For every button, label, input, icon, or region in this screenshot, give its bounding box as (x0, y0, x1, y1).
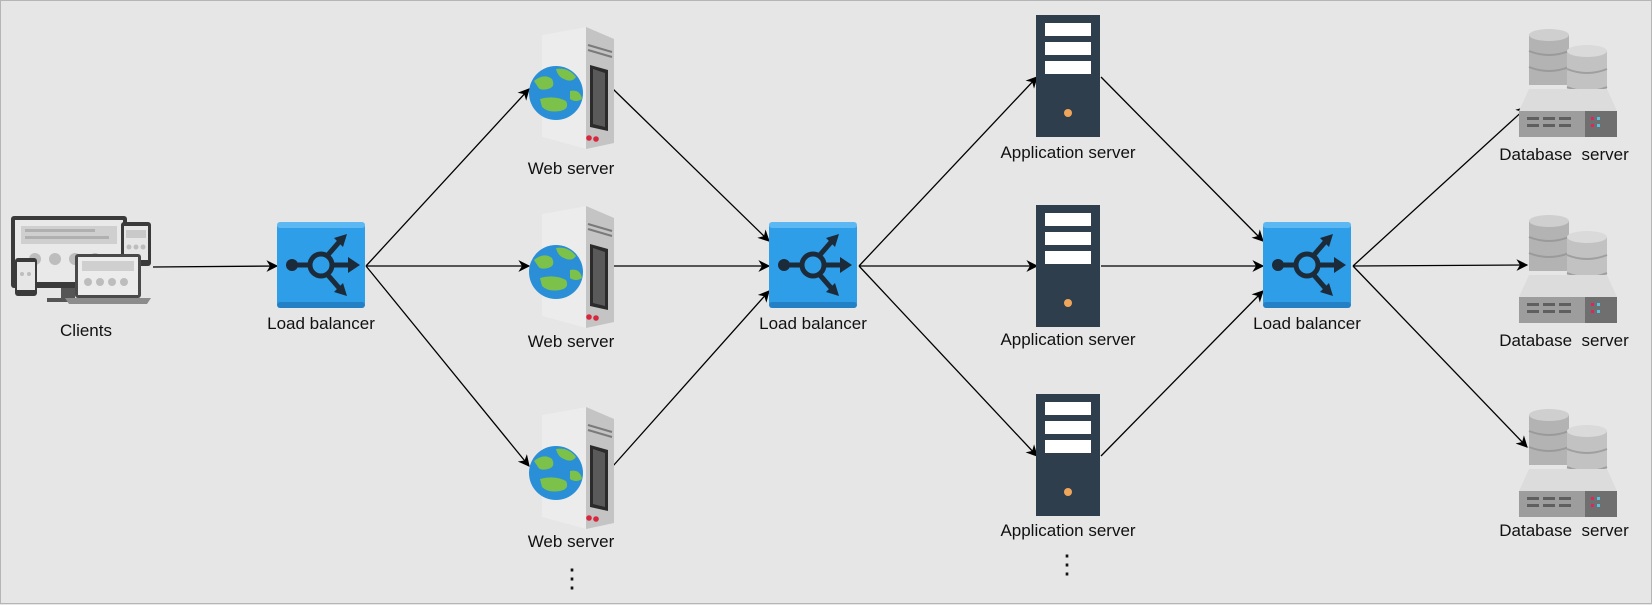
db-server-1-label: Database server (1499, 145, 1629, 164)
edge-lb3-db3 (1352, 265, 1528, 448)
load-balancer-2-label: Load balancer (759, 314, 867, 333)
load-balancer-3[interactable] (1262, 221, 1352, 309)
app-server-2-label: Application server (1000, 330, 1136, 349)
web-server-3[interactable] (526, 405, 616, 529)
load-balancer-icon (1263, 222, 1351, 308)
db-server-1[interactable] (1513, 29, 1617, 139)
web-server-icon (529, 27, 614, 149)
edge-lb3-db1 (1352, 106, 1528, 267)
app-server-icon (1036, 205, 1100, 327)
db-server-2[interactable] (1513, 215, 1617, 325)
app-server-1[interactable] (1036, 15, 1100, 137)
web-server-1-label: Web server (527, 159, 615, 178)
load-balancer-1[interactable] (276, 221, 366, 309)
load-balancer-icon (769, 222, 857, 308)
web-server-ellipsis: ⋮ (559, 563, 585, 593)
web-server-icon (529, 407, 614, 529)
load-balancer-2[interactable] (768, 221, 858, 309)
edge-lb3-db2 (1352, 259, 1529, 271)
database-server-icon (1519, 409, 1617, 517)
clients-node[interactable] (11, 214, 161, 314)
edge-app1-lb3 (1100, 76, 1264, 242)
web-server-3-label: Web server (527, 532, 615, 551)
database-server-icon (1519, 215, 1617, 323)
db-server-3[interactable] (1513, 409, 1617, 519)
app-server-1-label: Application server (1000, 143, 1136, 162)
devices-icon (11, 216, 151, 304)
app-server-ellipsis: ⋮ (1054, 549, 1080, 579)
clients-label: Clients (60, 321, 112, 340)
database-server-icon (1519, 29, 1617, 137)
web-server-2-label: Web server (527, 332, 615, 351)
edge-lb2-app3 (858, 265, 1038, 457)
web-server-1[interactable] (526, 25, 616, 149)
edge-web1-lb2 (612, 88, 770, 242)
edge-app3-lb3 (1100, 290, 1264, 457)
app-server-icon (1036, 15, 1100, 137)
load-balancer-3-label: Load balancer (1253, 314, 1361, 333)
web-server-2[interactable] (526, 204, 616, 328)
db-server-2-label: Database server (1499, 331, 1629, 350)
edge-lb1-web1 (365, 88, 530, 267)
load-balancer-1-label: Load balancer (267, 314, 375, 333)
edge-lb2-app1 (858, 76, 1038, 267)
edge-lb1-web3 (365, 265, 530, 467)
app-server-3-label: Application server (1000, 521, 1136, 540)
load-balancer-icon (277, 222, 365, 308)
db-server-3-label: Database server (1499, 521, 1629, 540)
web-server-icon (529, 206, 614, 328)
app-server-3[interactable] (1036, 394, 1100, 516)
edge-clients-lb1 (152, 260, 279, 272)
edge-web3-lb2 (612, 290, 770, 467)
app-server-2[interactable] (1036, 205, 1100, 327)
app-server-icon (1036, 394, 1100, 516)
